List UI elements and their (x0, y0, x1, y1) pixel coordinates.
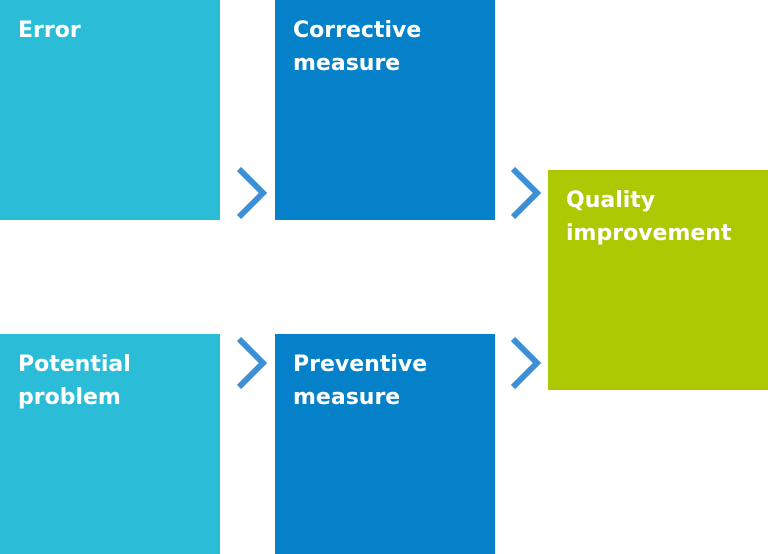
corrective-measure-label-line-2: measure (293, 51, 401, 76)
corrective-measure-box: Corrective measure (275, 0, 495, 220)
corrective-measure-label-line-1: Corrective (293, 18, 422, 43)
quality-improvement-box: Quality improvement (548, 170, 768, 390)
preventive-measure-box: Preventive measure (275, 334, 495, 554)
chevron-right-icon-preventive-to-quality (507, 333, 543, 393)
error-box: Error (0, 0, 220, 220)
preventive-measure-label-line-2: measure (293, 385, 401, 410)
potential-problem-label-line-1: Potential (18, 352, 131, 377)
quality-improvement-label-line-2: improvement (566, 221, 732, 246)
error-label: Error (18, 18, 81, 43)
preventive-measure-label-line-1: Preventive (293, 352, 428, 377)
chevron-right-icon-potential-to-preventive (233, 333, 269, 393)
potential-problem-label-line-2: problem (18, 385, 121, 410)
chevron-right-icon-error-to-corrective (233, 163, 269, 223)
quality-improvement-label-line-1: Quality (566, 188, 656, 213)
potential-problem-box: Potential problem (0, 334, 220, 554)
chevron-right-icon-corrective-to-quality (507, 163, 543, 223)
